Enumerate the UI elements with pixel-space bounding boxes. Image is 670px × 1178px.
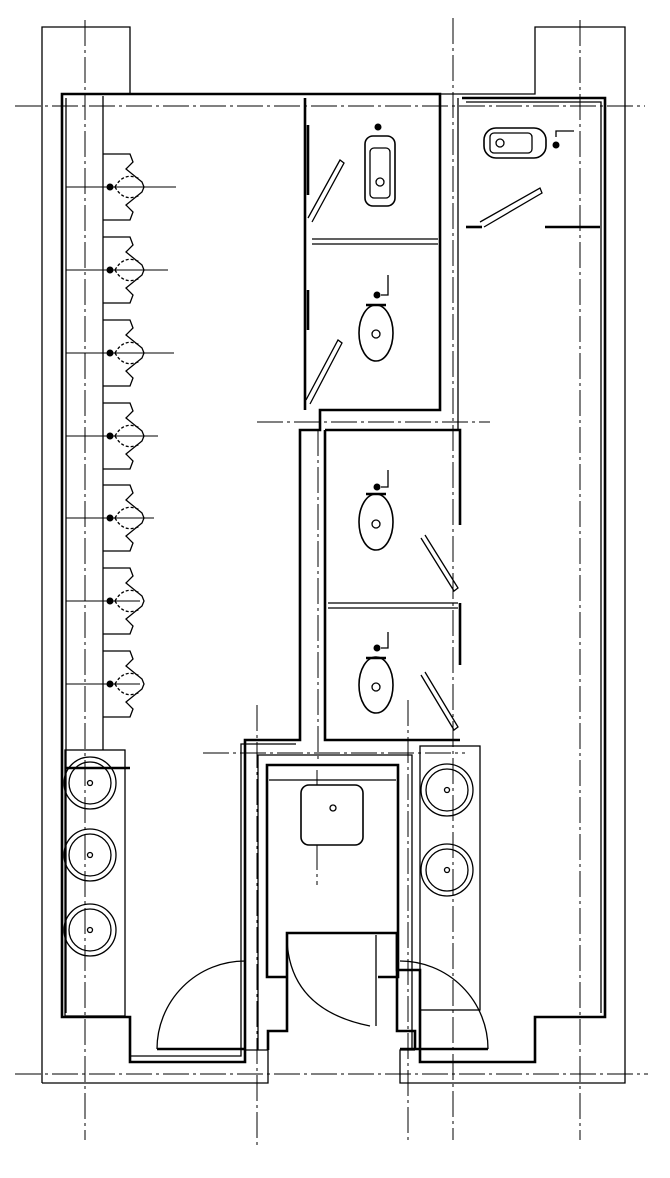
- washbasin-bowl: [68, 908, 112, 952]
- stall-door-5[interactable]: [479, 187, 543, 228]
- stall-door-2[interactable]: [305, 339, 343, 405]
- washbasin-drain: [443, 786, 451, 794]
- washbasin-drain: [443, 866, 451, 874]
- urinal-bowl: [114, 506, 141, 530]
- stall-door-1[interactable]: [307, 159, 345, 223]
- toilet-4-valve-icon: [373, 644, 381, 652]
- urinal: [66, 650, 145, 718]
- urinals: [66, 153, 176, 718]
- toilet-4-pipe: [381, 632, 389, 649]
- toilet-3-bowl: [358, 493, 394, 551]
- urinal: [66, 402, 158, 470]
- toilet-accessible-drain: [495, 138, 505, 148]
- toilet-accessible-valve-icon: [552, 141, 560, 149]
- axis-lines: [15, 18, 648, 1145]
- toilet-accessible-seat: [489, 132, 533, 154]
- toilet-1-seat: [369, 147, 391, 199]
- urinal-bowl: [114, 175, 141, 199]
- toilet-1-valve-icon: [374, 123, 382, 131]
- left-room-wall: [60, 92, 442, 1064]
- urinal-bowl: [114, 258, 141, 282]
- toilet-2-pipe: [381, 275, 389, 296]
- toilet-2-bowl: [358, 304, 394, 362]
- toilet-2-valve-icon: [373, 291, 381, 299]
- toilet-2-drain: [371, 329, 381, 339]
- toilet-accessible: [483, 127, 574, 159]
- urinal-bowl: [114, 672, 141, 696]
- washbasin-bowl: [425, 848, 469, 892]
- middle-room-outer-line: [244, 742, 413, 1062]
- toilet-1: [364, 123, 396, 207]
- washbasin-drain: [86, 851, 94, 859]
- toilet-1-bowl: [364, 135, 396, 207]
- toilet-3-valve-icon: [373, 483, 381, 491]
- doors[interactable]: [156, 935, 489, 1051]
- middle-room-inner-wall: [265, 763, 400, 979]
- urinal: [66, 319, 174, 387]
- urinal: [66, 153, 176, 221]
- toilet-4-bowl: [358, 656, 394, 714]
- toilet-4: [358, 632, 394, 714]
- washbasin-rim: [420, 763, 474, 817]
- toilet-2: [358, 275, 394, 362]
- square-sink-drain: [329, 804, 337, 812]
- toilet-1-drain: [375, 177, 385, 187]
- washbasin: [420, 843, 474, 897]
- urinal: [66, 236, 168, 304]
- toilet-accessible-pipe: [555, 130, 574, 137]
- washbasin: [63, 756, 117, 810]
- urinal-outline: [103, 567, 145, 635]
- door-middle-swing[interactable]: [286, 939, 371, 1027]
- washbasin-bowl: [68, 761, 112, 805]
- toilet-3-pipe: [381, 470, 389, 488]
- right-basin-counter: [419, 745, 481, 1011]
- urinal: [66, 567, 145, 635]
- washbasin-rim: [420, 843, 474, 897]
- urinal-bowl: [114, 424, 141, 448]
- washbasin: [63, 828, 117, 882]
- washbasin-rim: [63, 828, 117, 882]
- urinal-outline: [103, 650, 145, 718]
- stall-doors[interactable]: [305, 159, 600, 731]
- washbasin-rim: [63, 756, 117, 810]
- stall-block-lower: [323, 428, 462, 742]
- washbasin-bowl: [425, 768, 469, 812]
- stall-door-4[interactable]: [420, 671, 459, 731]
- middle-room-wall: [266, 931, 417, 1050]
- door-left-swing[interactable]: [156, 960, 246, 1050]
- washbasin-rim: [63, 903, 117, 957]
- washbasin: [63, 903, 117, 957]
- right-room-wall-inner: [457, 98, 602, 1013]
- washbasin-bowl: [68, 833, 112, 877]
- washbasin-drain: [86, 779, 94, 787]
- left-room-wall-inner: [65, 98, 296, 1057]
- square-sink: [300, 784, 364, 846]
- washbasin-drain: [86, 926, 94, 934]
- toilet-accessible-bowl: [483, 127, 547, 159]
- washbasins: [63, 756, 474, 957]
- toilet-3: [358, 470, 394, 551]
- outer-wall: [41, 26, 626, 1084]
- urinal: [66, 484, 154, 552]
- washbasin: [420, 763, 474, 817]
- left-basin-counter: [64, 749, 126, 1017]
- stall-door-3[interactable]: [420, 534, 459, 592]
- right-room-wall: [395, 96, 607, 1064]
- toilets: [358, 123, 574, 714]
- door-right-swing[interactable]: [399, 960, 489, 1050]
- toilet-4-drain: [371, 682, 381, 692]
- urinal-bowl: [114, 341, 141, 365]
- toilet-3-drain: [371, 519, 381, 529]
- outer-wall-bottom-left: [42, 1049, 269, 1084]
- urinal-bowl: [114, 589, 141, 613]
